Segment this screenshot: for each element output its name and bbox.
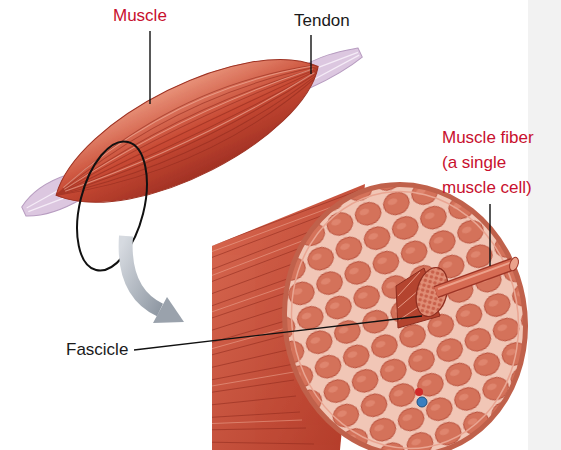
leader-line (489, 204, 490, 266)
cross-section (200, 165, 547, 450)
label-box: Tendon (294, 11, 350, 31)
fiber-outline (436, 264, 513, 292)
epimysium (271, 173, 538, 450)
artery (415, 388, 423, 396)
fiber-end (508, 256, 520, 272)
label-box: Muscle fiber (a single muscle cell) (442, 125, 542, 200)
part-label: Muscle fiber (a single muscle cell) (442, 125, 542, 200)
leader-line (149, 31, 150, 104)
belly-highlights (54, 51, 318, 197)
curved-arrow-head (153, 297, 184, 323)
leader-line (310, 35, 311, 74)
fiber-tube (436, 264, 513, 292)
part-label: Tendon (294, 11, 350, 31)
leader-lines (134, 31, 490, 350)
vein (417, 397, 427, 407)
muscle-belly (36, 28, 339, 234)
fiber-highlight (438, 262, 512, 289)
page-margin (528, 0, 561, 450)
label-box: Muscle (113, 6, 167, 26)
part-label: Muscle (113, 6, 167, 26)
section-face (263, 165, 547, 450)
leader-line (134, 316, 422, 350)
curved-arrow (126, 236, 160, 310)
label-box: Fascicle (66, 340, 128, 360)
belly-fascicles (44, 46, 330, 215)
part-label: Fascicle (66, 340, 128, 360)
section-ring (65, 134, 159, 278)
muscle-fiber (436, 256, 520, 292)
